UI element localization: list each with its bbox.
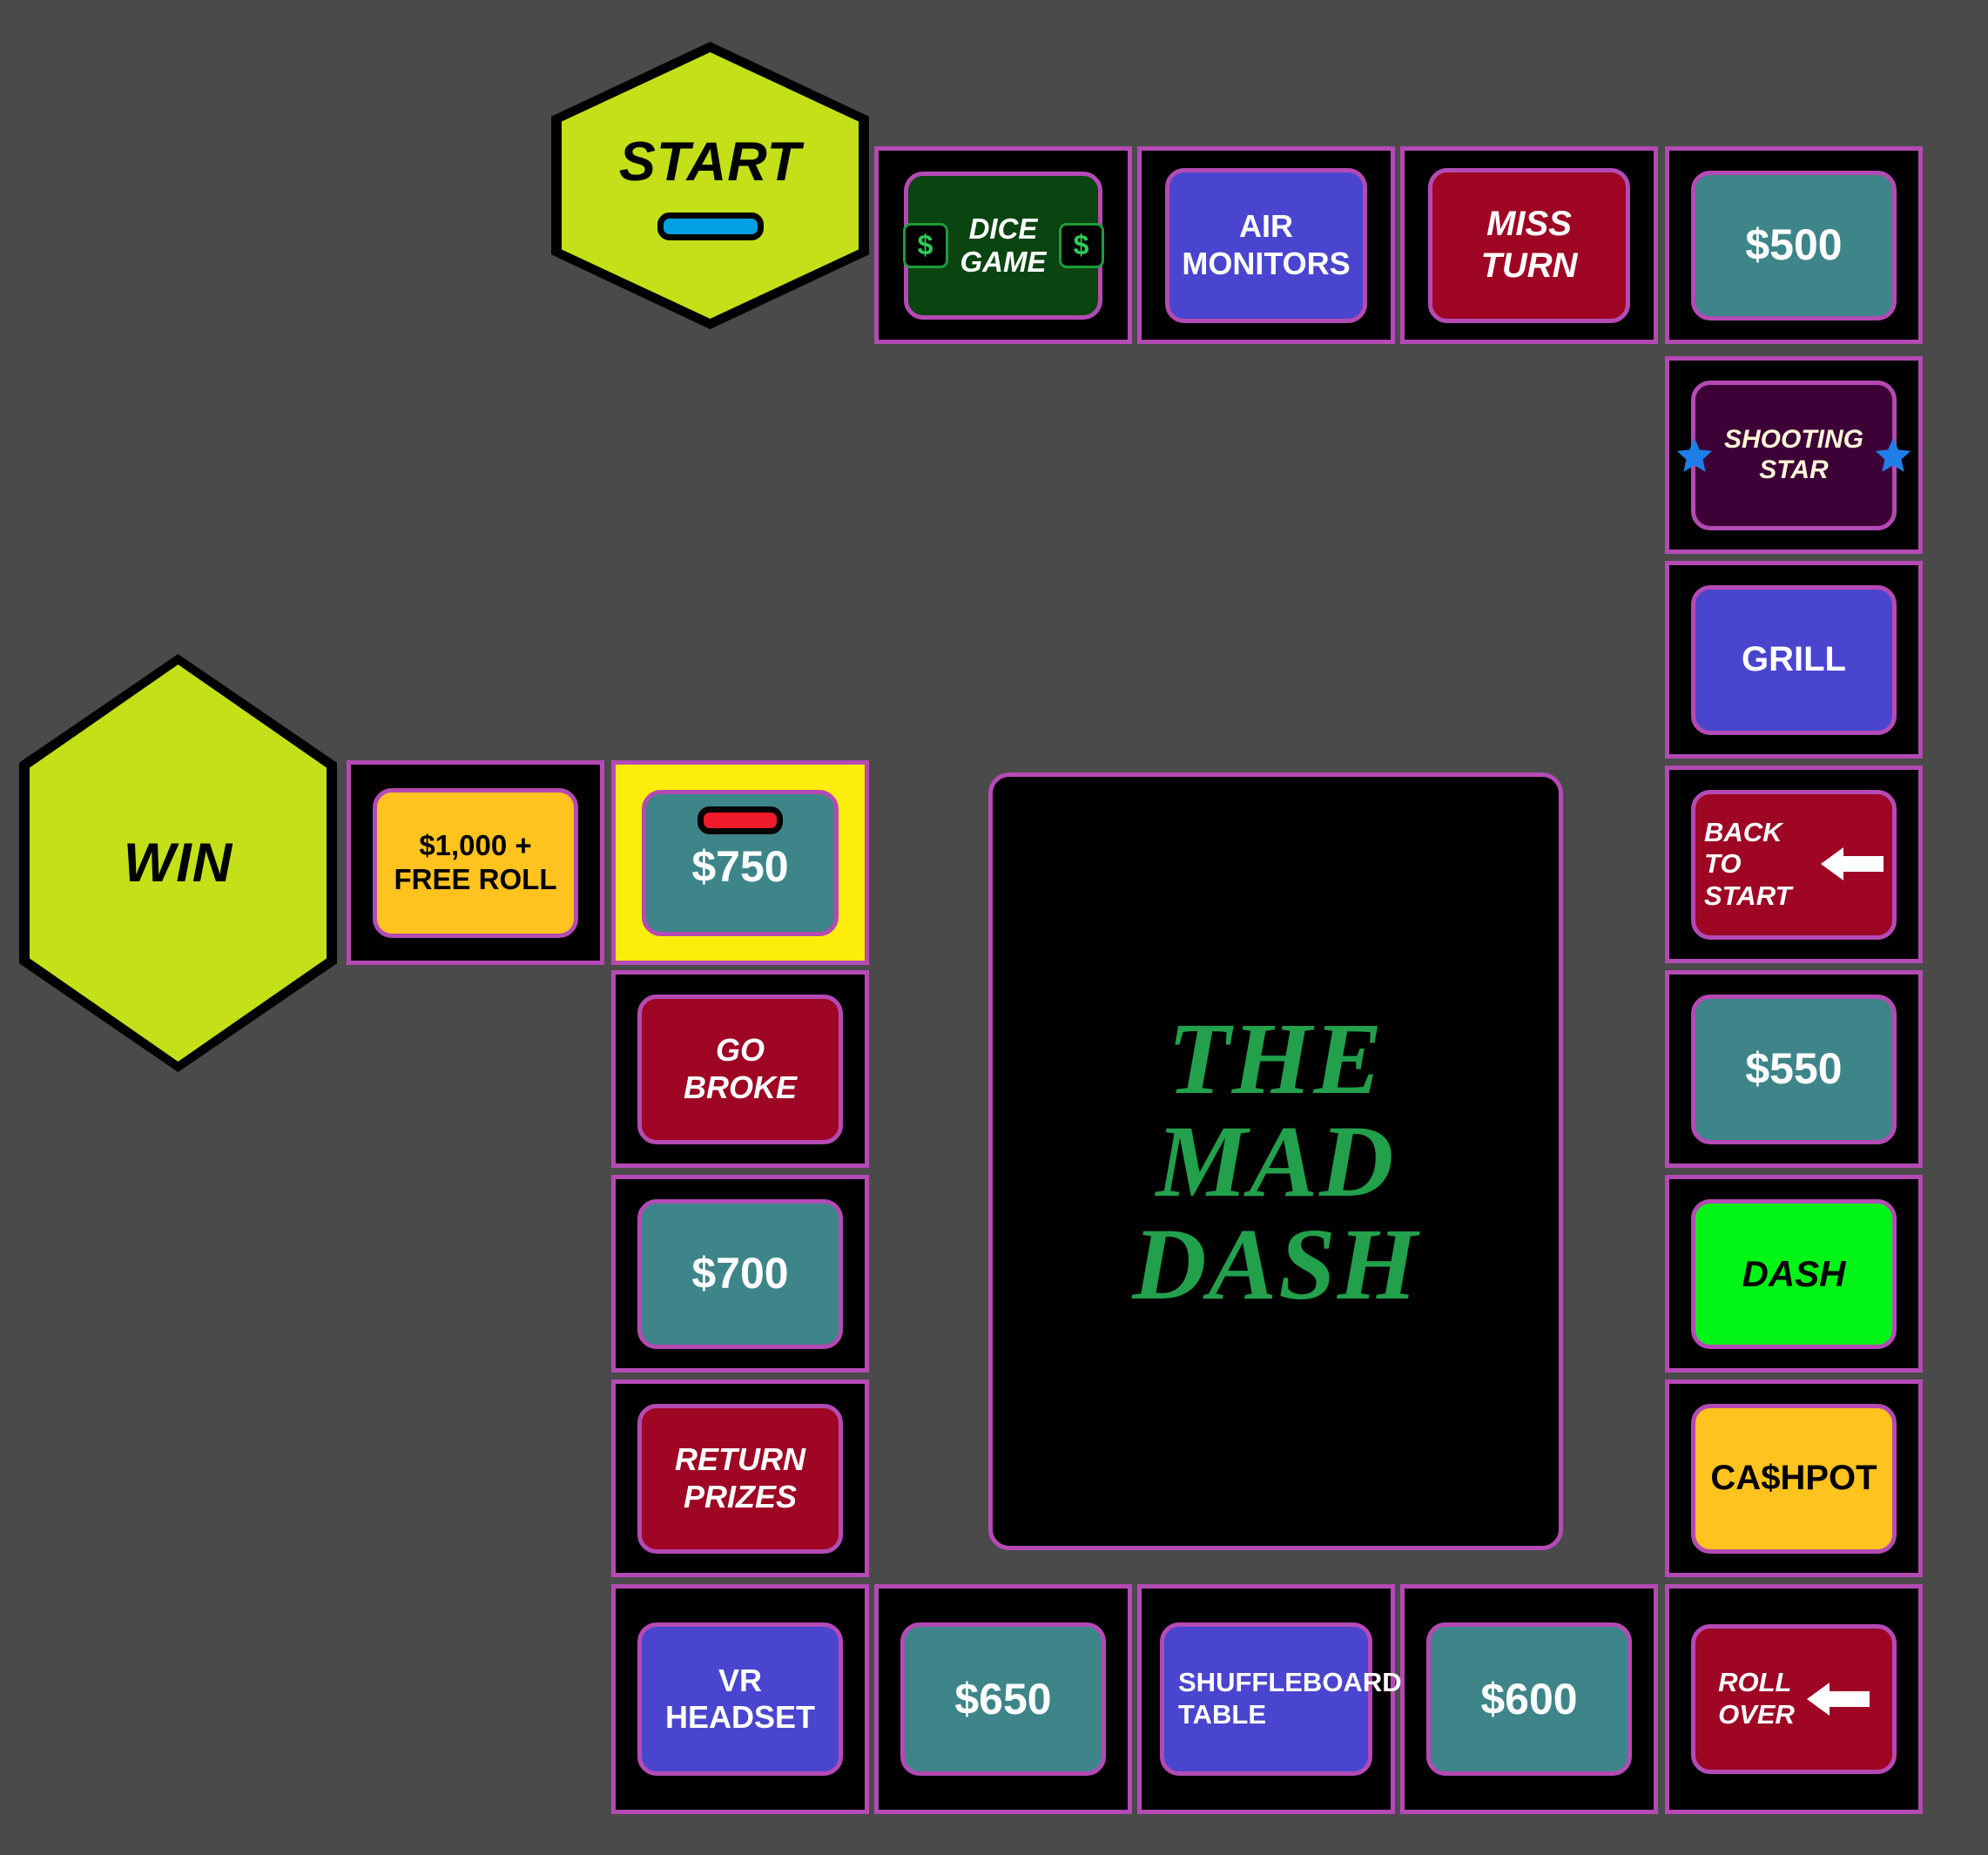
air-monitors-line2: MONITORS (1182, 245, 1351, 281)
space-back-to-start[interactable]: BACK TO START (1665, 766, 1923, 963)
back-to-start-line1: BACK TO (1704, 816, 1782, 880)
space-cash-500[interactable]: $500 (1665, 146, 1923, 344)
return-prizes-line1: RETURN (675, 1441, 805, 1478)
dollar-icon-left: $ (902, 222, 948, 268)
miss-turn-tile: MISS TURN (1428, 167, 1630, 323)
cashpot-tile: CA$HPOT (1691, 1403, 1897, 1554)
space-return-prizes[interactable]: RETURN PRIZES (611, 1379, 869, 1577)
logo-line-1: THE (1167, 1001, 1385, 1116)
space-dash[interactable]: DASH (1665, 1175, 1923, 1373)
star-icon-right (1875, 437, 1911, 472)
space-shooting-star[interactable]: SHOOTING STAR (1665, 356, 1923, 554)
miss-turn-line1: MISS (1486, 205, 1572, 244)
go-broke-line1: GO (715, 1032, 765, 1069)
roll-over-tile: ROLL OVER (1691, 1624, 1897, 1774)
roll-over-line1: ROLL (1718, 1667, 1792, 1698)
space-cash-650[interactable]: $650 (874, 1584, 1132, 1814)
dice-game-tile: $ DICE GAME $ (902, 171, 1104, 320)
shuffleboard-tile: SHUFFLEBOARD TABLE (1160, 1622, 1402, 1776)
start-label: START (618, 132, 802, 192)
back-to-start-tile: BACK TO START (1691, 789, 1897, 940)
cashpot-label: CA$HPOT (1710, 1458, 1877, 1497)
free-roll-tile: $1,000 + FREE ROLL (373, 787, 578, 938)
vr-headset-tile: VR HEADSET (637, 1622, 843, 1776)
cash-600-label: $600 (1480, 1674, 1578, 1723)
shooting-star-tile: SHOOTING STAR (1676, 380, 1911, 530)
space-cash-700[interactable]: $700 (611, 1175, 869, 1373)
cash-650-tile: $650 (900, 1622, 1106, 1776)
shooting-star-line2: STAR (1759, 455, 1829, 484)
cash-600-tile: $600 (1426, 1622, 1632, 1776)
cash-550-label: $550 (1745, 1044, 1843, 1093)
cash-750-tile: $750 (642, 789, 839, 936)
cash-700-label: $700 (691, 1249, 789, 1298)
space-air-monitors[interactable]: AIR MONITORS (1137, 146, 1395, 344)
go-broke-line2: BROKE (683, 1069, 797, 1105)
cash-750-label: $750 (691, 841, 789, 891)
space-cash-750[interactable]: $750 (611, 760, 869, 965)
star-icon-left (1676, 437, 1713, 472)
space-cashpot[interactable]: CA$HPOT (1665, 1379, 1923, 1577)
air-monitors-line1: AIR (1239, 208, 1293, 245)
dash-tile: DASH (1691, 1198, 1897, 1349)
roll-over-line2: OVER (1718, 1699, 1795, 1730)
space-cash-600[interactable]: $600 (1400, 1584, 1658, 1814)
miss-turn-line2: TURN (1480, 246, 1578, 285)
space-vr-headset[interactable]: VR HEADSET (611, 1584, 869, 1814)
free-roll-line1: $1,000 + (419, 828, 532, 861)
dollar-icon-right: $ (1058, 222, 1104, 268)
shuffleboard-line1: SHUFFLEBOARD (1178, 1667, 1402, 1698)
space-miss-turn[interactable]: MISS TURN (1400, 146, 1658, 344)
space-shuffleboard-table[interactable]: SHUFFLEBOARD TABLE (1137, 1584, 1402, 1814)
vr-headset-line2: HEADSET (664, 1699, 816, 1735)
space-cash-550[interactable]: $550 (1665, 970, 1923, 1168)
hexagon-win[interactable]: WIN (30, 664, 327, 1062)
return-prizes-tile: RETURN PRIZES (637, 1403, 843, 1554)
return-prizes-line2: PRIZES (683, 1478, 798, 1514)
dash-label: DASH (1742, 1252, 1846, 1294)
shooting-star-line1: SHOOTING (1724, 425, 1864, 454)
go-broke-tile: GO BROKE (637, 994, 843, 1144)
space-dice-game[interactable]: $ DICE GAME $ (874, 146, 1132, 344)
grill-label: GRILL (1742, 639, 1846, 678)
space-roll-over[interactable]: ROLL OVER (1665, 1584, 1923, 1814)
back-to-start-line2: START (1704, 880, 1792, 911)
grill-tile: GRILL (1691, 584, 1897, 735)
logo-line-2: MAD (1156, 1103, 1396, 1218)
center-logo: THE MAD DASH (988, 772, 1563, 1550)
player-token-red[interactable] (697, 806, 783, 834)
cash-650-label: $650 (954, 1674, 1052, 1723)
arrow-left-icon (1806, 1683, 1870, 1716)
win-label: WIN (123, 833, 233, 894)
air-monitors-tile: AIR MONITORS (1165, 167, 1367, 323)
cash-700-tile: $700 (637, 1198, 843, 1349)
dice-game-line2: GAME (960, 245, 1047, 278)
cash-500-tile: $500 (1691, 170, 1897, 320)
player-token-blue[interactable] (657, 212, 764, 240)
shuffleboard-line2: TABLE (1178, 1699, 1267, 1730)
space-grill[interactable]: GRILL (1665, 561, 1923, 759)
logo-line-3: DASH (1132, 1206, 1419, 1321)
dice-game-line1: DICE (968, 212, 1038, 245)
vr-headset-line1: VR (718, 1662, 762, 1698)
space-cash-1000-free-roll[interactable]: $1,000 + FREE ROLL (347, 760, 604, 965)
space-go-broke[interactable]: GO BROKE (611, 970, 869, 1168)
cash-550-tile: $550 (1691, 994, 1897, 1144)
cash-500-label: $500 (1745, 220, 1843, 269)
free-roll-line2: FREE ROLL (394, 862, 557, 895)
arrow-left-icon (1821, 847, 1884, 881)
